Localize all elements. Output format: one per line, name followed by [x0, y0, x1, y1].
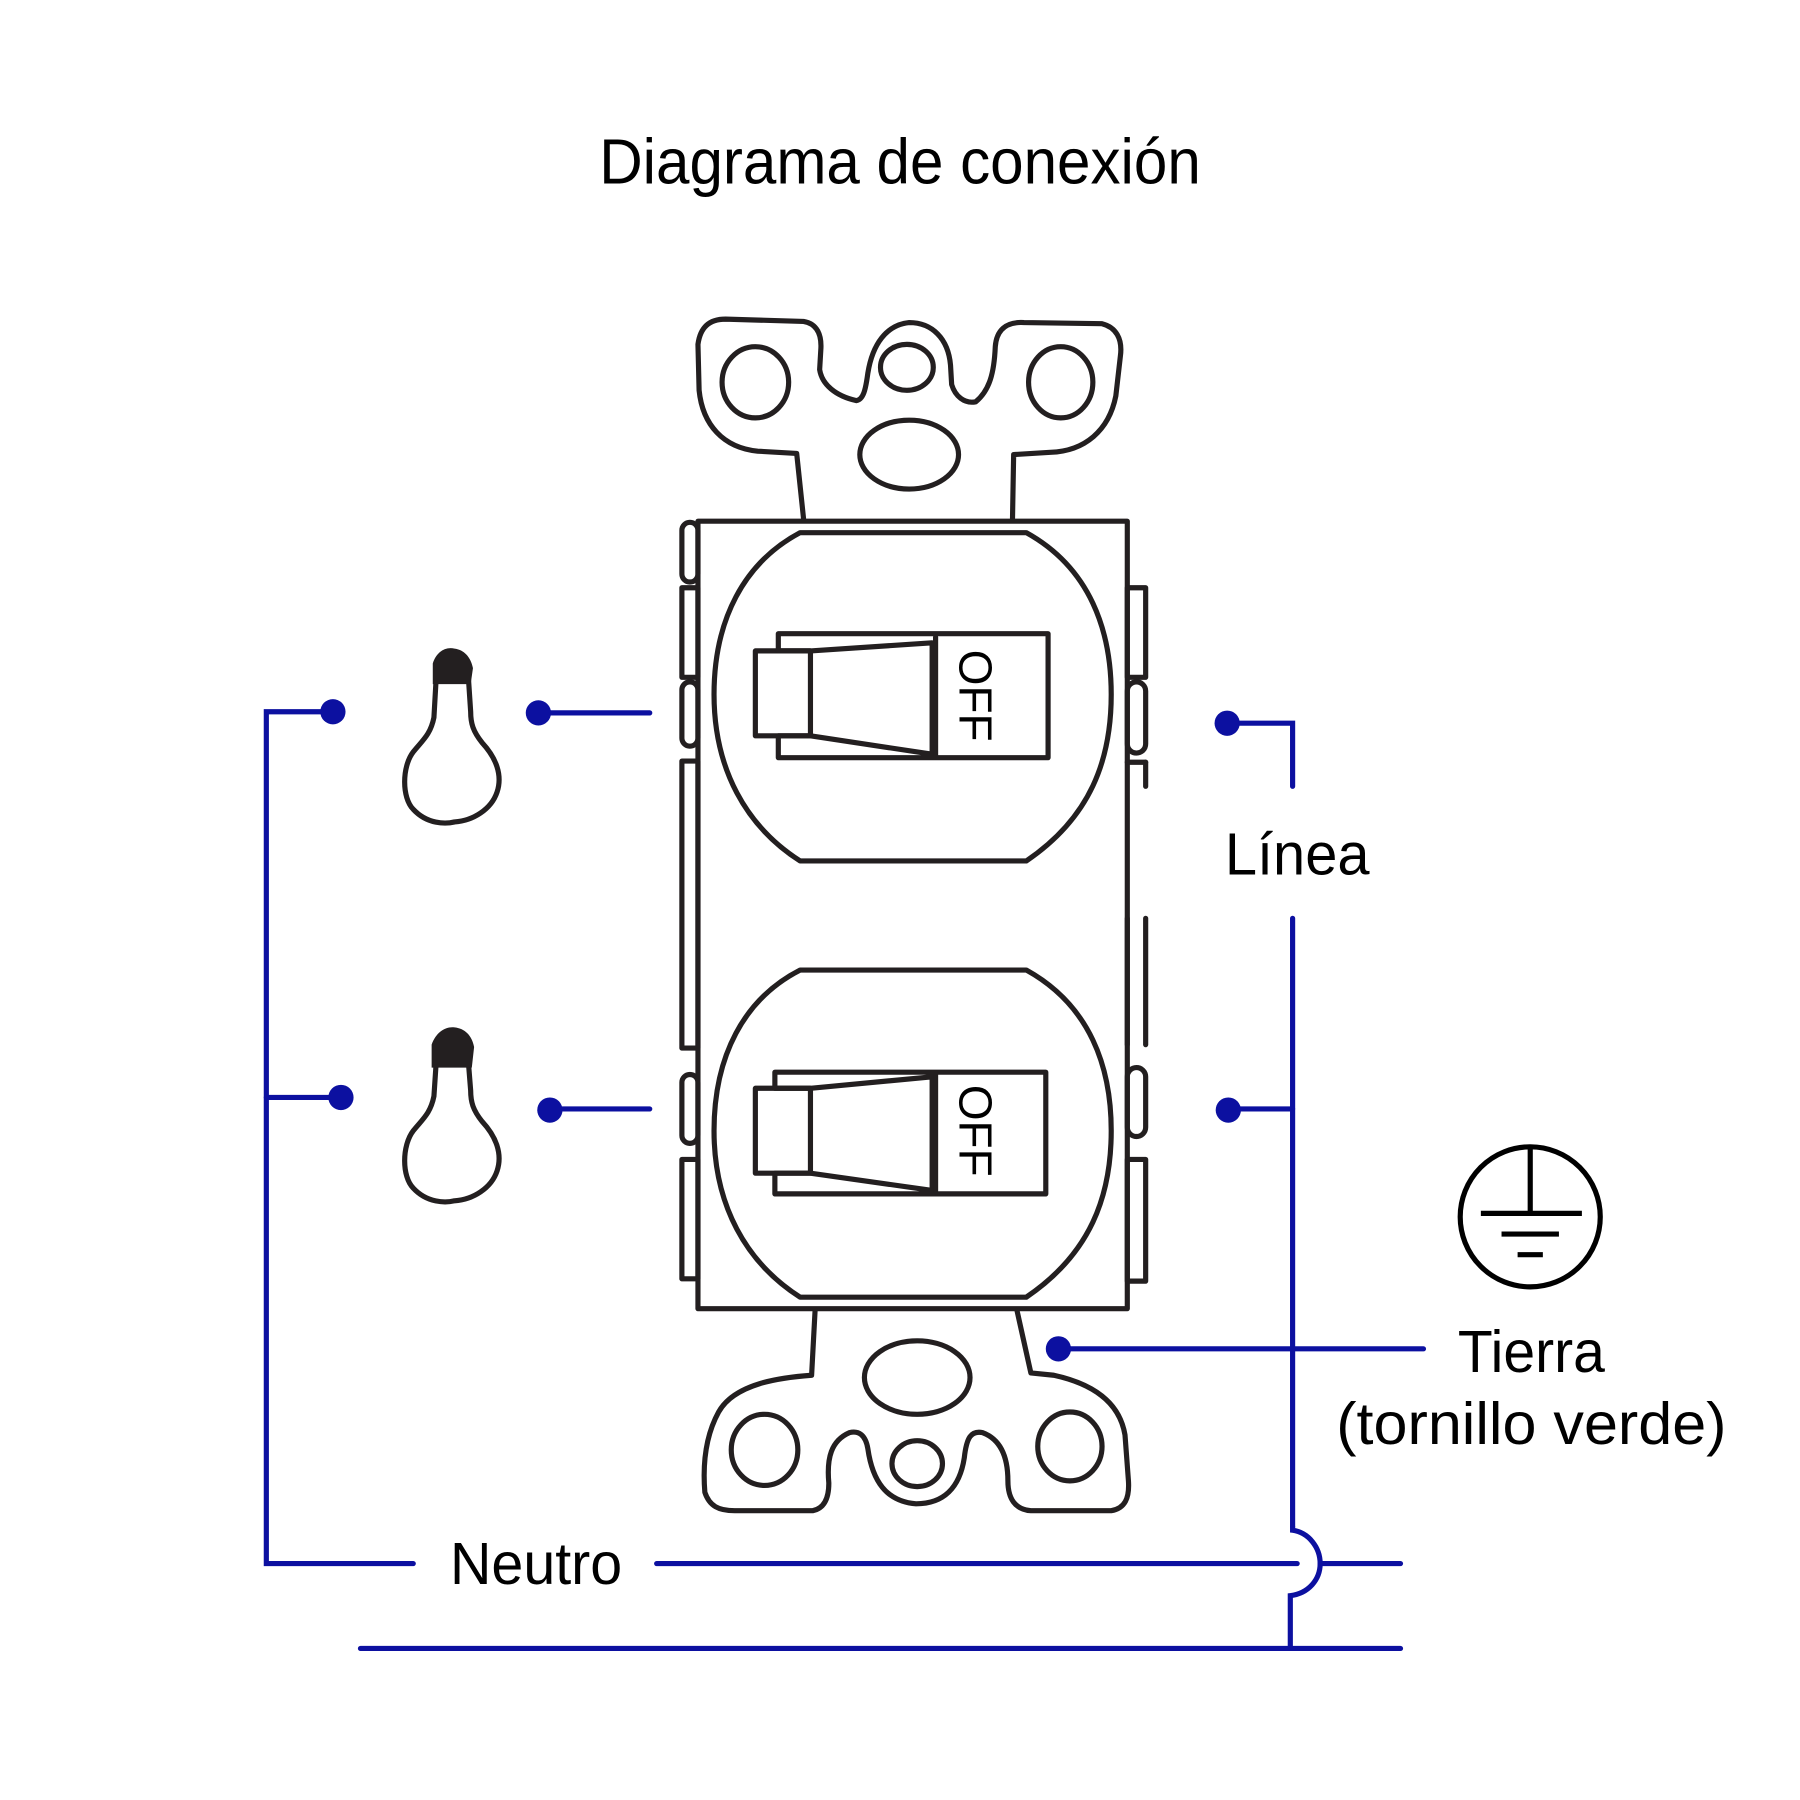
- label-ground-sub: (tornillo verde): [1336, 1390, 1726, 1457]
- bottom-mounting-strap: [701, 1308, 1132, 1514]
- switch-bottom-rocker[interactable]: [772, 1069, 1049, 1197]
- line-wire-top: [1225, 720, 1296, 789]
- neutral-wire-left: [263, 709, 416, 1567]
- lamp-top: [402, 648, 502, 826]
- label-ground: Tierra: [1458, 1318, 1606, 1385]
- terminal-dot: [525, 700, 552, 726]
- strap-hole-bottom-left: [728, 1411, 801, 1489]
- label-neutral: Neutro: [450, 1530, 622, 1597]
- line-wire-crossover: [1287, 1524, 1323, 1652]
- strap-hole-right: [1025, 344, 1096, 421]
- wiring: [263, 699, 1427, 1652]
- terminal-dot: [328, 1084, 354, 1111]
- lightbulb-cap: [432, 648, 473, 685]
- strap-hole-left: [719, 344, 792, 421]
- duplex-switch-device: OFF OFF: [679, 316, 1149, 1514]
- strap-hole-center: [877, 341, 936, 393]
- switch-top-faceplate: [711, 530, 1114, 864]
- diagram-title: Diagrama de conexión: [599, 126, 1201, 198]
- terminal-dot-ground: [1045, 1336, 1072, 1362]
- ground-symbol-icon: [1457, 1144, 1603, 1290]
- switch-top[interactable]: OFF: [711, 530, 1114, 864]
- switch-bottom-faceplate: [711, 967, 1114, 1300]
- terminal-dot: [320, 699, 346, 725]
- lamp-bottom: [402, 1027, 502, 1205]
- label-line: Línea: [1225, 821, 1370, 888]
- switch-top-state-label: OFF: [950, 650, 1002, 742]
- strap-hole-bottom-center: [889, 1438, 946, 1490]
- right-terminals: [1124, 585, 1149, 1284]
- switch-bottom-toggle-base: [752, 1085, 814, 1176]
- terminal-dot: [1215, 1097, 1241, 1123]
- mounting-screw-slot-bottom: [861, 1338, 973, 1417]
- switch-bottom-state-label: OFF: [950, 1085, 1002, 1177]
- lightbulb-cap: [431, 1027, 475, 1068]
- switch-top-rocker[interactable]: [775, 631, 1051, 761]
- mounting-screw-slot-top: [857, 417, 962, 492]
- strap-hole-bottom-right: [1035, 1409, 1105, 1484]
- terminal-dot: [1214, 710, 1240, 736]
- switch-bottom[interactable]: OFF: [711, 967, 1114, 1300]
- left-terminals: [679, 519, 701, 1282]
- lightbulb-icon: [402, 1059, 502, 1205]
- top-mounting-strap: [695, 316, 1124, 522]
- switch-top-toggle-base: [752, 648, 814, 739]
- lightbulb-icon: [402, 674, 502, 826]
- terminal-dot: [537, 1097, 563, 1123]
- device-body: [695, 518, 1130, 1312]
